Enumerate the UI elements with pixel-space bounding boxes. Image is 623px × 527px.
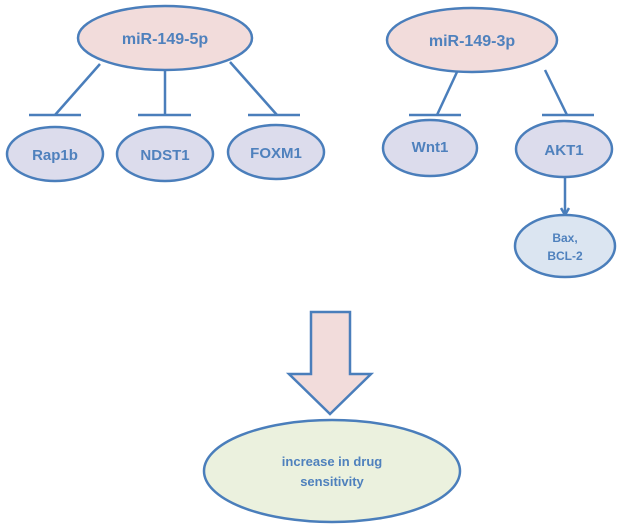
edge-mir5p-ndst1 <box>138 70 191 117</box>
edge-line <box>229 61 278 116</box>
mirna-ellipse <box>76 4 254 72</box>
target-ellipse <box>226 123 326 181</box>
edge-mir3p-wnt1 <box>409 71 461 117</box>
node-label-line1: Bax, <box>552 231 577 245</box>
outcome-ellipse <box>202 418 462 524</box>
edge-line <box>54 63 101 116</box>
target-ellipse <box>5 125 105 183</box>
target-ellipse <box>115 125 215 183</box>
node-label: Wnt1 <box>412 139 449 156</box>
node-mir-149-5p: miR-149-5p <box>76 4 254 72</box>
node-label-line2: BCL-2 <box>547 249 583 263</box>
node-label-line2: sensitivity <box>300 474 364 489</box>
node-outcome: increase in drug sensitivity <box>202 418 462 524</box>
node-mir-149-3p: miR-149-3p <box>385 6 559 74</box>
downstream-ellipse <box>513 213 617 279</box>
edge-line <box>543 69 569 116</box>
node-foxm1: FOXM1 <box>226 123 326 181</box>
node-akt1: AKT1 <box>514 119 614 179</box>
node-label: miR-149-3p <box>429 33 515 50</box>
target-ellipse <box>381 118 479 178</box>
node-label-line1: increase in drug <box>282 454 382 469</box>
node-bax-bcl2: Bax, BCL-2 <box>513 213 617 279</box>
big-down-arrow-icon <box>285 310 375 416</box>
node-label: NDST1 <box>140 147 189 164</box>
edge-mir5p-foxm1 <box>229 61 300 117</box>
node-ndst1: NDST1 <box>115 125 215 183</box>
node-wnt1: Wnt1 <box>381 118 479 178</box>
edge-mir5p-rap1b <box>29 63 101 117</box>
target-ellipse <box>514 119 614 179</box>
node-rap1b: Rap1b <box>5 125 105 183</box>
node-label: Rap1b <box>32 147 78 164</box>
edge-line <box>435 71 459 116</box>
mirna-ellipse <box>385 6 559 74</box>
node-label: miR-149-5p <box>122 31 208 48</box>
node-label: FOXM1 <box>250 145 302 162</box>
edge-mir3p-akt1 <box>542 69 594 117</box>
node-label: AKT1 <box>544 142 583 159</box>
